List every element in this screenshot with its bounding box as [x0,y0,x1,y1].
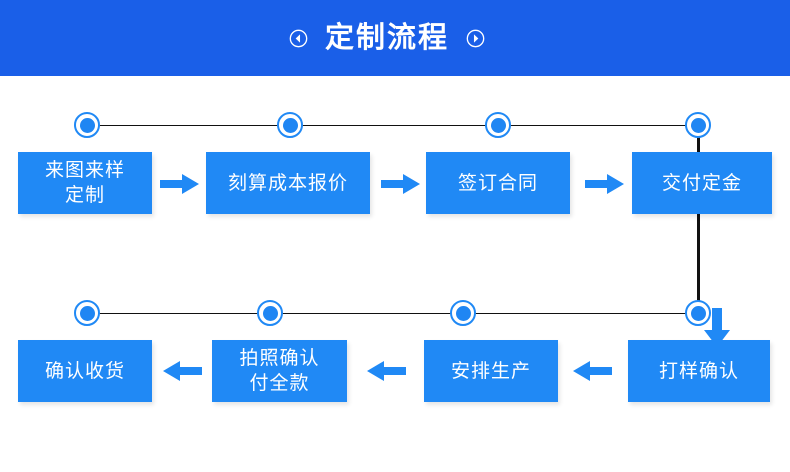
step-node-1 [74,112,100,138]
page-title: 定制流程 [324,21,449,54]
flow-diagram: 来图来样 定制 刻算成本报价 签订合同 交付定金 [0,76,790,472]
step-node-7 [257,300,283,326]
step-box-que-ren-shou-huo[interactable]: 确认收货 [18,340,152,402]
row-connector-line [697,125,700,313]
arrow-left-icon [572,359,612,388]
timeline-track-row1 [87,125,698,126]
step-label: 签订合同 [457,172,538,194]
step-node-8 [74,300,100,326]
step-node-4 [685,112,711,138]
arrow-right-icon [381,172,421,201]
header-content: 定制流程 [289,21,485,54]
step-box-an-pai-sheng-chan[interactable]: 安排生产 [424,340,558,402]
step-label: 打样确认 [658,360,739,382]
step-box-ke-suan-cheng-ben-bao-jia[interactable]: 刻算成本报价 [206,152,370,214]
timeline-track-row2 [87,313,698,314]
step-box-lai-tu-lai-yang-ding-zhi[interactable]: 来图来样 定制 [18,152,152,214]
step-label: 来图来样 定制 [44,160,125,206]
circled-chevron-right-icon [466,29,485,48]
step-box-jiao-fu-ding-jin[interactable]: 交付定金 [632,152,772,214]
step-node-6 [450,300,476,326]
arrow-right-icon [585,172,625,201]
step-node-3 [485,112,511,138]
step-box-pai-zhao-que-ren-fu-quan-kuan[interactable]: 拍照确认 付全款 [212,340,347,402]
step-label: 拍照确认 付全款 [239,348,320,394]
step-label: 确认收货 [44,360,125,382]
step-label: 交付定金 [661,172,742,194]
step-node-2 [277,112,303,138]
arrow-left-icon [162,359,202,388]
step-node-5 [685,300,711,326]
page-header-banner: 定制流程 [0,0,790,76]
step-label: 刻算成本报价 [227,172,348,194]
step-box-da-yang-que-ren[interactable]: 打样确认 [628,340,770,402]
step-box-qian-ding-he-tong[interactable]: 签订合同 [426,152,570,214]
arrow-down-icon [703,308,731,348]
step-label: 安排生产 [450,360,531,382]
arrow-right-icon [160,172,200,201]
circled-chevron-left-icon [289,29,308,48]
arrow-left-icon [366,359,406,388]
